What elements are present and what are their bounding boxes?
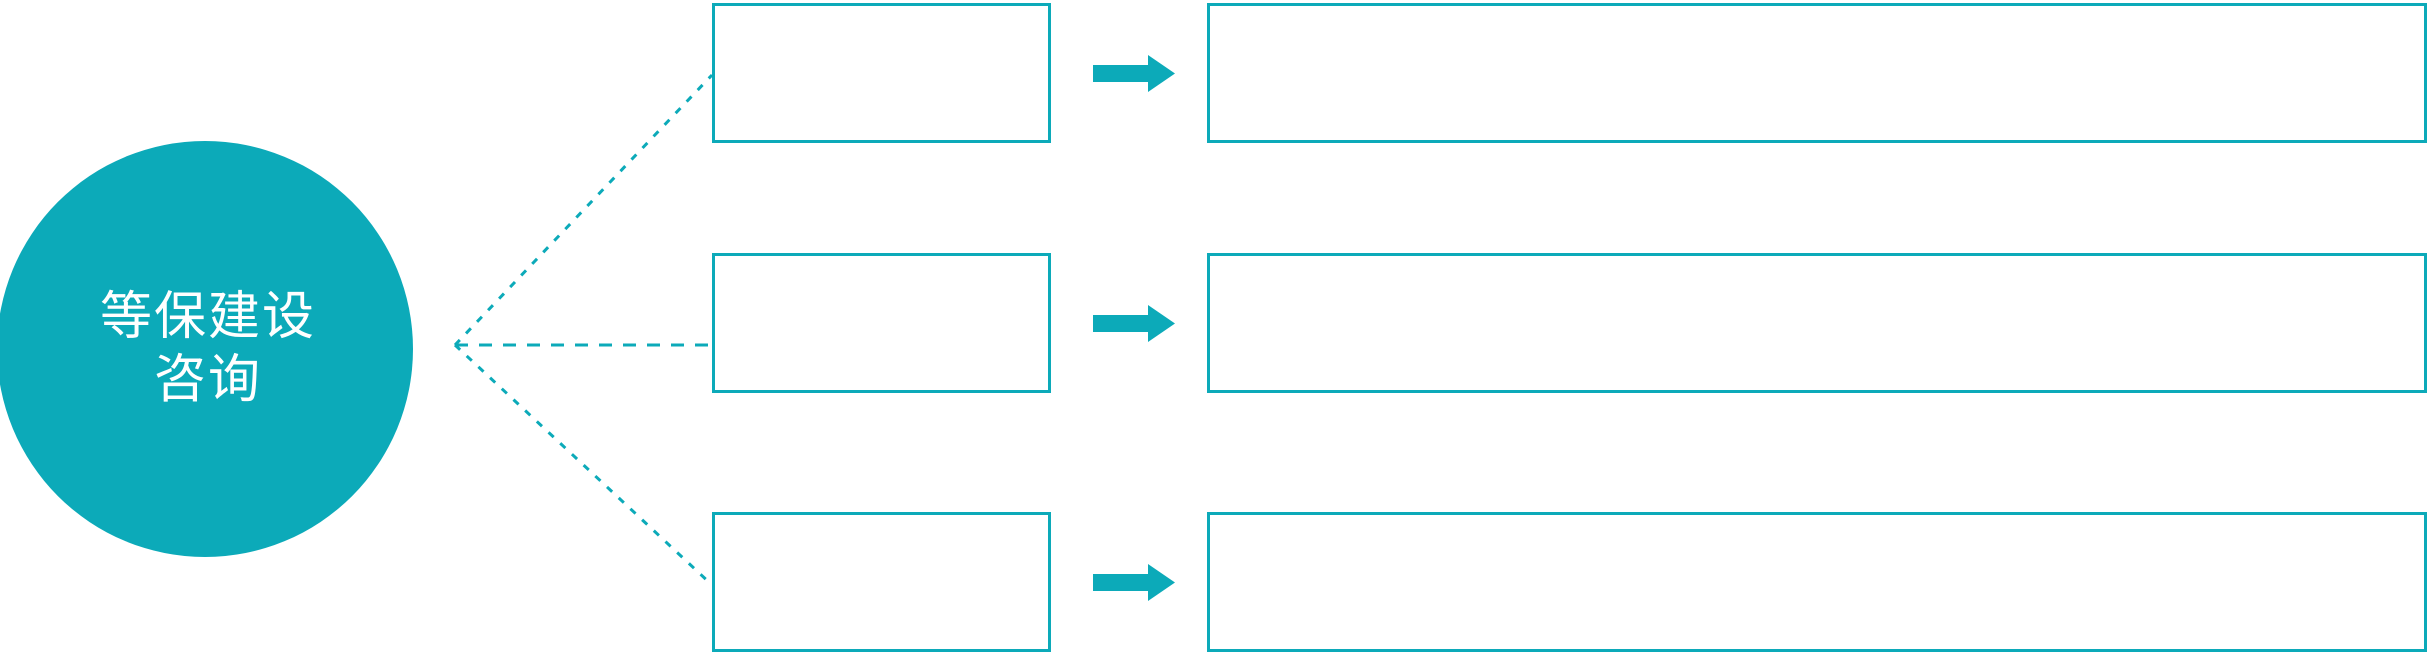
stage-box-1[interactable] <box>712 3 1051 143</box>
detail-box-1[interactable] <box>1207 3 2427 143</box>
hub-circle[interactable]: 等保建设 咨询 <box>0 141 413 557</box>
hub-label: 等保建设 咨询 <box>99 287 316 409</box>
diagram-row-1 <box>0 3 2434 143</box>
detail-box-2[interactable] <box>1207 253 2427 393</box>
stage-box-2[interactable] <box>712 253 1051 393</box>
right-arrow-icon <box>1093 305 1175 342</box>
right-arrow-icon <box>1093 564 1175 601</box>
right-arrow-icon <box>1093 55 1175 92</box>
stage-box-3[interactable] <box>712 512 1051 652</box>
detail-box-3[interactable] <box>1207 512 2427 652</box>
diagram-row-3 <box>0 512 2434 652</box>
diagram-row-2 <box>0 253 2434 393</box>
